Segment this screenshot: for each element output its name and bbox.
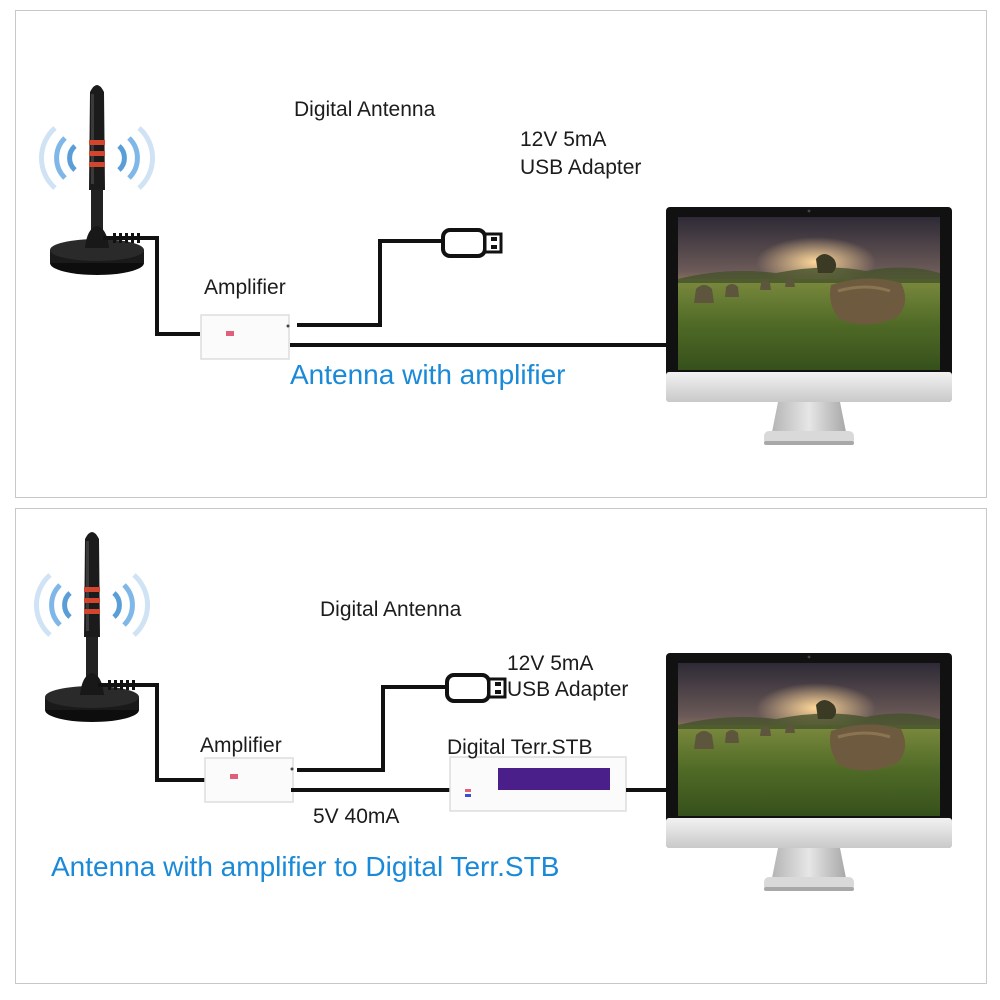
stb-power-label: 5V 40mA (313, 805, 400, 828)
amplifier-label: Amplifier (204, 276, 286, 299)
caption: Antenna with amplifier to Digital Terr.S… (51, 851, 560, 882)
bottom-panel (15, 508, 987, 984)
antenna-label: Digital Antenna (294, 98, 436, 121)
amplifier-label: Amplifier (200, 734, 282, 757)
top-diagram (41, 85, 954, 447)
power-label-line1: 12V 5mA (507, 652, 594, 675)
stb-box (449, 756, 627, 812)
stb-label: Digital Terr.STB (447, 736, 593, 759)
power-label-line2: USB Adapter (507, 678, 629, 701)
bottom-diagram (36, 532, 954, 893)
antenna-cable (142, 683, 205, 782)
top-panel (15, 10, 987, 498)
antenna-label: Digital Antenna (320, 598, 462, 621)
antenna-cable (147, 236, 200, 336)
caption: Antenna with amplifier (290, 359, 566, 390)
power-label-line1: 12V 5mA (520, 128, 607, 151)
power-label-line2: USB Adapter (520, 156, 642, 179)
usb-cable (297, 685, 447, 772)
usb-cable (297, 239, 443, 327)
